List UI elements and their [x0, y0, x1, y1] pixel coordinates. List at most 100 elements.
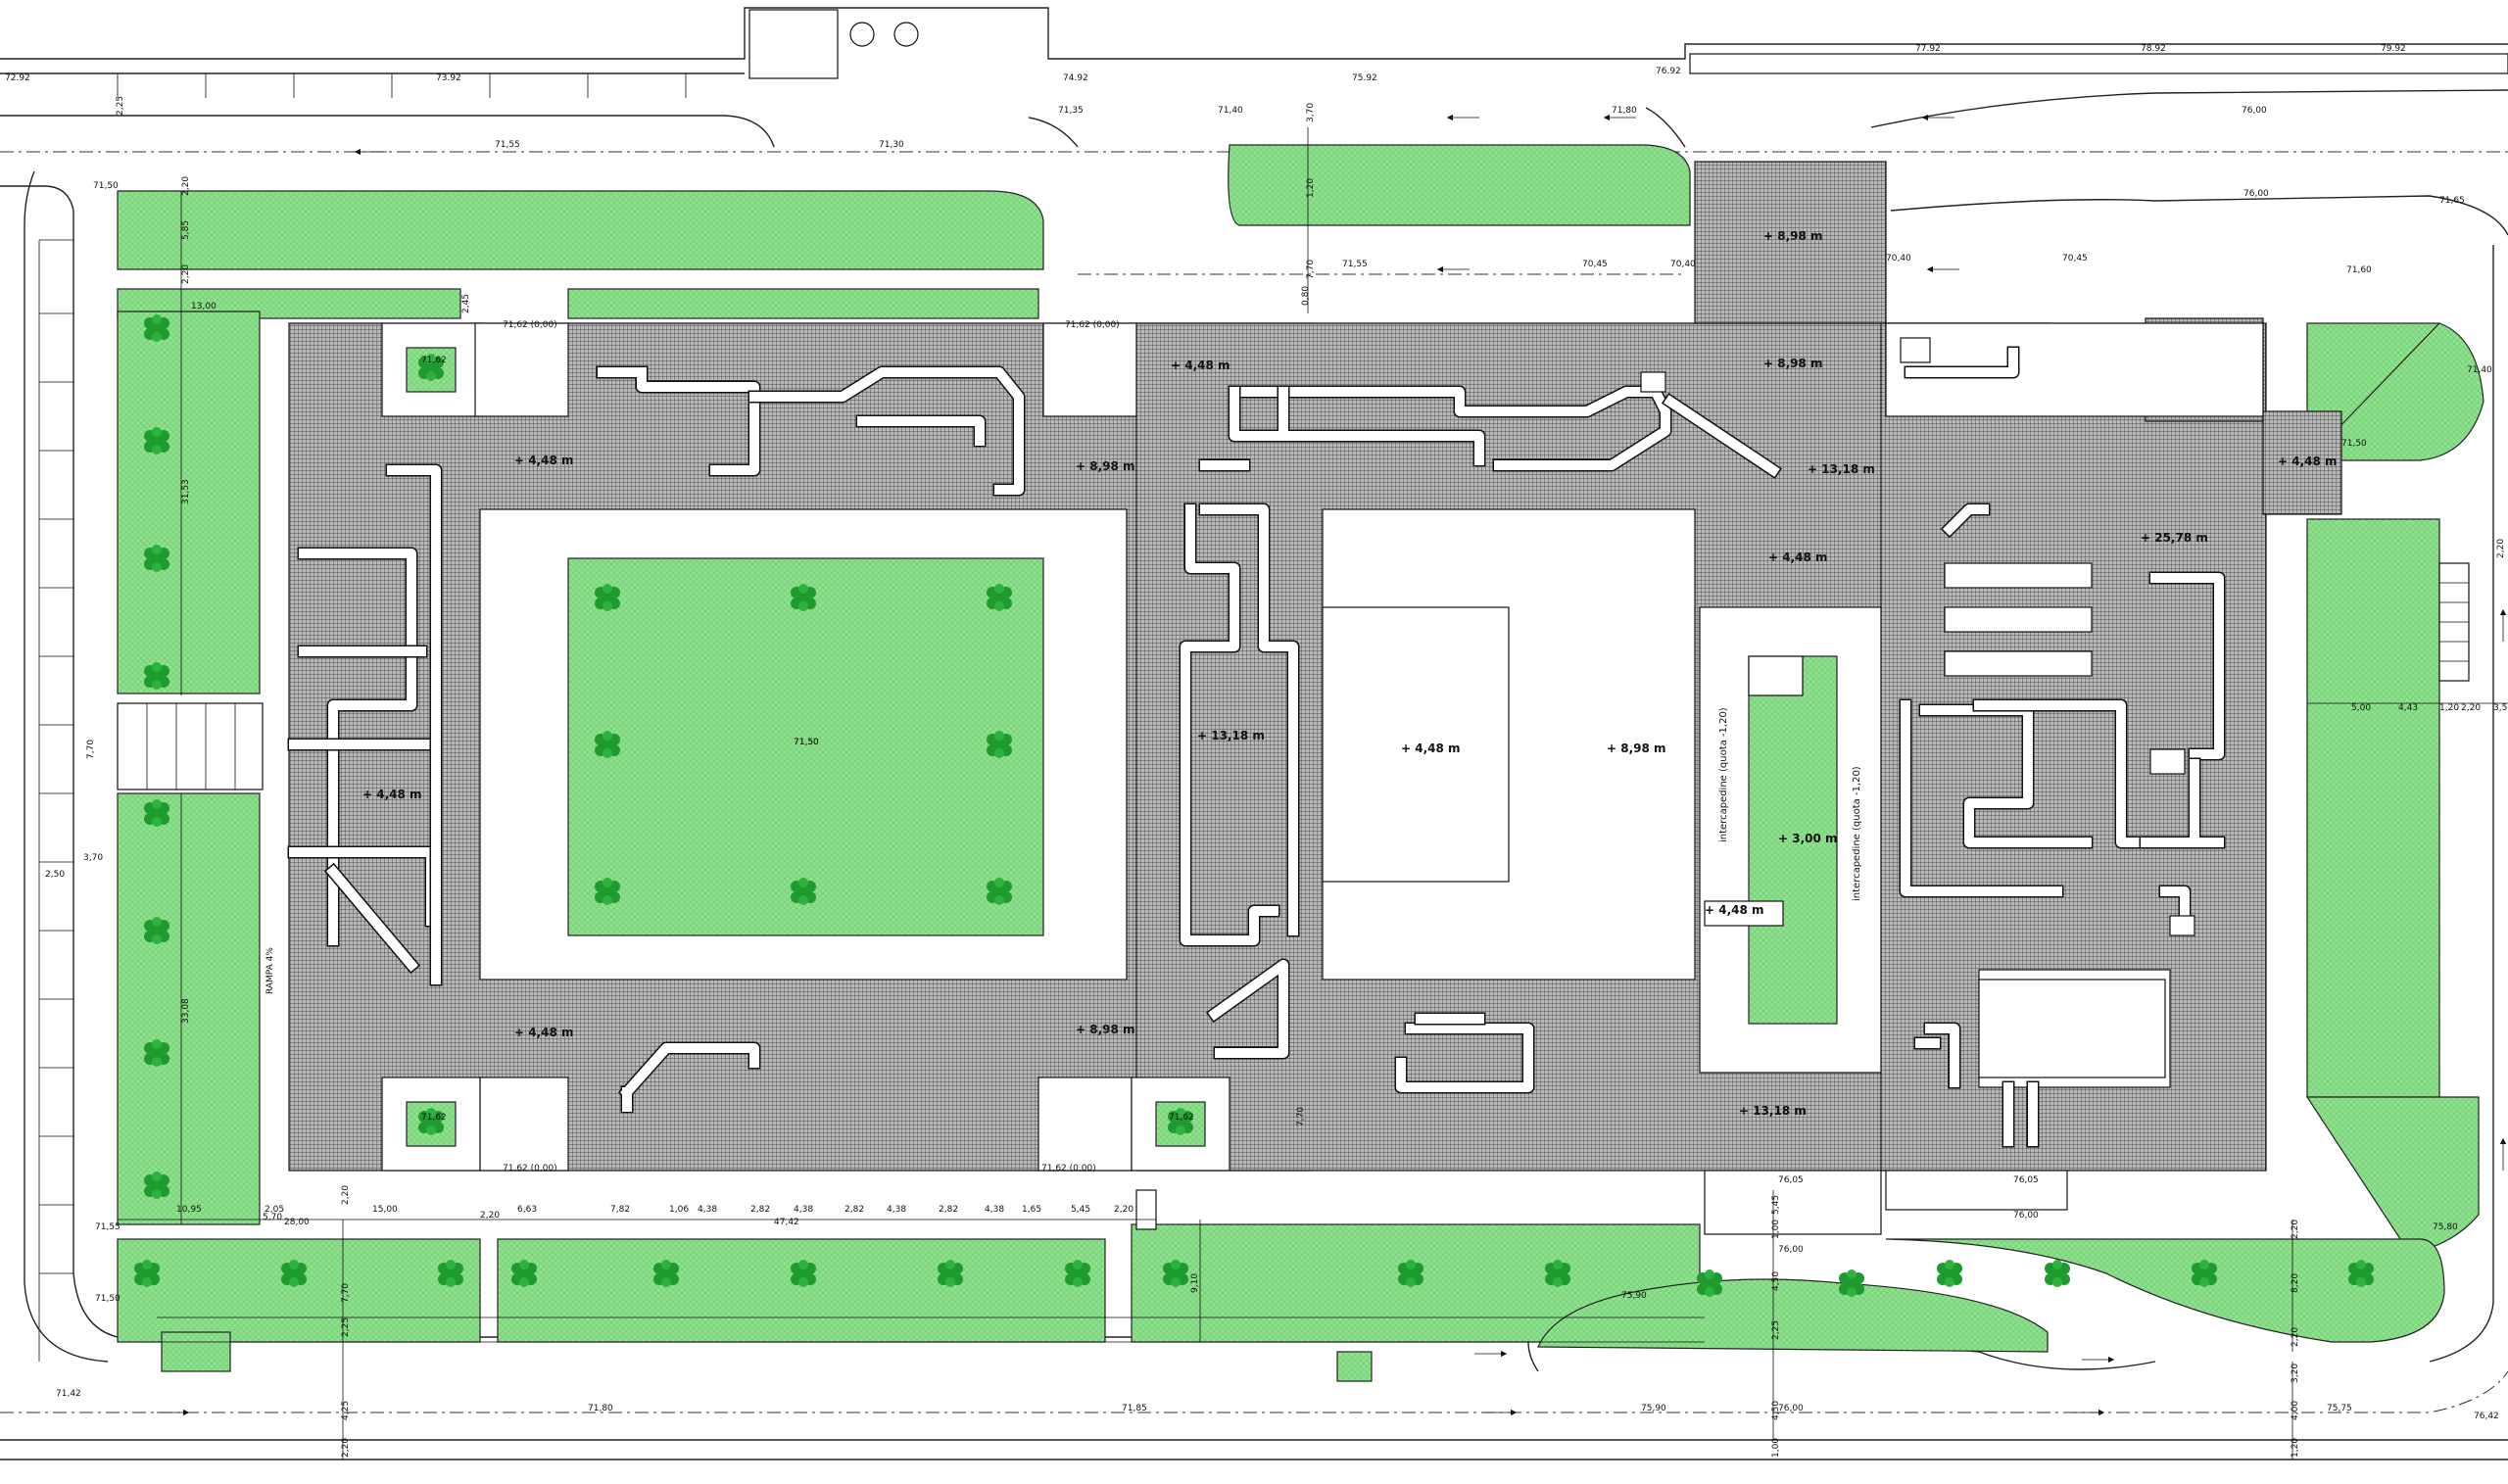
elevation-label: 75.92: [1352, 73, 1377, 83]
elevation-label: 71,62 (0,00): [503, 320, 557, 330]
dimension-label: 1,20: [2291, 1438, 2300, 1458]
level-label: + 8,98 m: [1076, 1023, 1135, 1036]
dimension-label: 2,25: [1771, 1320, 1781, 1340]
dimension-label: 5,00: [2351, 703, 2371, 713]
dimension-label: 2,20: [2291, 1220, 2300, 1239]
elevation-label: 71,50: [93, 181, 119, 191]
dimension-label: 28,00: [284, 1218, 310, 1227]
dimension-label: 4,38: [794, 1205, 813, 1215]
dimension-label: 47,42: [774, 1218, 799, 1227]
level-label: + 25,78 m: [2141, 531, 2208, 545]
elevation-label: 75,90: [1641, 1404, 1666, 1413]
dimension-label: 4,38: [985, 1205, 1004, 1215]
elevation-label: 71,65: [2439, 196, 2465, 206]
elevation-label: 71,30: [879, 140, 904, 150]
elevation-label: 71,40: [1218, 106, 1243, 116]
dimension-label: 3,70: [83, 853, 103, 863]
dimension-label: 13,00: [191, 302, 217, 311]
elevation-label: 71,50: [794, 738, 819, 747]
elevation-label: 71,60: [2346, 265, 2372, 275]
dimension-label: 10,95: [176, 1205, 202, 1215]
dimension-label: 2,20: [2291, 1327, 2300, 1347]
level-label: + 4,48 m: [1768, 551, 1828, 564]
dimension-label: 1,06: [669, 1205, 689, 1215]
level-label: + 8,98 m: [1607, 742, 1666, 755]
elevation-label: 71,62: [421, 1113, 447, 1123]
stairs: [117, 562, 2470, 1230]
dimension-label: 2,20: [181, 264, 191, 284]
level-label: + 4,48 m: [514, 1026, 574, 1039]
elevation-label: 71,62 (0,00): [503, 1164, 557, 1173]
dimension-label: 7,70: [1306, 260, 1316, 279]
dimension-label: 5,45: [1071, 1205, 1090, 1215]
dimension-label: 7,70: [86, 740, 96, 759]
level-label: + 4,48 m: [1171, 359, 1230, 372]
dimension-label: 7,70: [341, 1283, 351, 1303]
dimension-label: 2,20: [341, 1185, 351, 1205]
dimension-label: 2,20: [2461, 703, 2481, 713]
dimension-label: 2,45: [461, 294, 471, 313]
elevation-label: 76,42: [2474, 1412, 2499, 1421]
level-label: + 8,98 m: [1763, 357, 1823, 370]
elevation-label: 71,55: [1342, 260, 1368, 269]
rooftop-equipment: [1640, 337, 2195, 1078]
dimension-label: 8,20: [2291, 1273, 2300, 1293]
elevation-labels: 72.92 73.92 74.92 75.92 76.92 77.92 78.9…: [5, 44, 2499, 1421]
elevation-label: 70,40: [1886, 254, 1911, 263]
elevation-label: 76,00: [2013, 1211, 2039, 1221]
dimension-label: 2,82: [939, 1205, 958, 1215]
elevation-label: 71,80: [588, 1404, 613, 1413]
dimension-label: 33,08: [181, 998, 191, 1024]
elevation-label: 76,05: [2013, 1175, 2039, 1185]
elevation-label: 71,80: [1612, 106, 1637, 116]
level-label: + 13,18 m: [1197, 729, 1265, 742]
elevation-label: 70,45: [2062, 254, 2088, 263]
level-label: + 13,18 m: [1808, 462, 1875, 476]
intercapedine-label: intercapedine (quota -1,20): [1852, 766, 1862, 901]
dimension-label: 2,20: [181, 176, 191, 196]
courtyard-area: [381, 322, 2264, 1235]
dimension-label: 5,45: [1771, 1195, 1781, 1215]
parking-stalls: [38, 73, 1705, 1362]
dimension-label: 3,70: [1306, 103, 1316, 122]
dimension-label: 2,20: [480, 1211, 500, 1221]
dimension-label: 1,65: [1022, 1205, 1041, 1215]
elevation-label: 74.92: [1063, 73, 1088, 83]
dimension-label: 5,85: [181, 220, 191, 240]
dimension-label: 31,53: [181, 479, 191, 504]
level-label: + 4,48 m: [362, 788, 422, 801]
elevation-label: 71,62 (0,00): [1065, 320, 1120, 330]
level-label: + 4,48 m: [1401, 742, 1461, 755]
grass-areas: [117, 144, 2484, 1382]
level-label: + 4,48 m: [1705, 903, 1764, 917]
dimension-label: 1,20: [2439, 703, 2459, 713]
dimension-label: 2,82: [750, 1205, 770, 1215]
dimension-label: 4,43: [2398, 703, 2418, 713]
elevation-label: 71,55: [495, 140, 520, 150]
dimension-label: 2,20: [2496, 539, 2506, 558]
elevation-label: 70,45: [1582, 260, 1608, 269]
dimension-label: 3,20: [2291, 1364, 2300, 1383]
elevation-label: 72.92: [5, 73, 30, 83]
dimension-labels: 2,25 2,20 5,85 2,20 13,00 2,45 31,53 7,7…: [45, 96, 2508, 1458]
elevation-label: 76,05: [1778, 1175, 1804, 1185]
dimension-label: 2,25: [341, 1317, 351, 1337]
elevation-label: 71,62: [421, 356, 447, 365]
dimension-label: 4,38: [698, 1205, 717, 1215]
level-label: + 4,48 m: [514, 454, 574, 467]
elevation-label: 71,62 (0,00): [1041, 1164, 1096, 1173]
elevation-label: 71,42: [56, 1389, 81, 1399]
dimension-label: 2,05: [265, 1205, 284, 1215]
elevation-label: 76,00: [1778, 1245, 1804, 1255]
elevation-label: 73.92: [436, 73, 461, 83]
elevation-label: 76.92: [1656, 67, 1681, 76]
elevation-label: 71,35: [1058, 106, 1084, 116]
elevation-label: 76,00: [2242, 106, 2267, 116]
elevation-label: 76,00: [1778, 1404, 1804, 1413]
level-label: + 8,98 m: [1076, 459, 1135, 473]
dimension-lines: [118, 127, 2508, 1460]
dimension-label: 2,20: [1114, 1205, 1133, 1215]
elevation-label: 71,55: [95, 1222, 121, 1232]
elevation-label: 70,40: [1670, 260, 1696, 269]
dimension-label: 0,80: [1301, 286, 1311, 306]
